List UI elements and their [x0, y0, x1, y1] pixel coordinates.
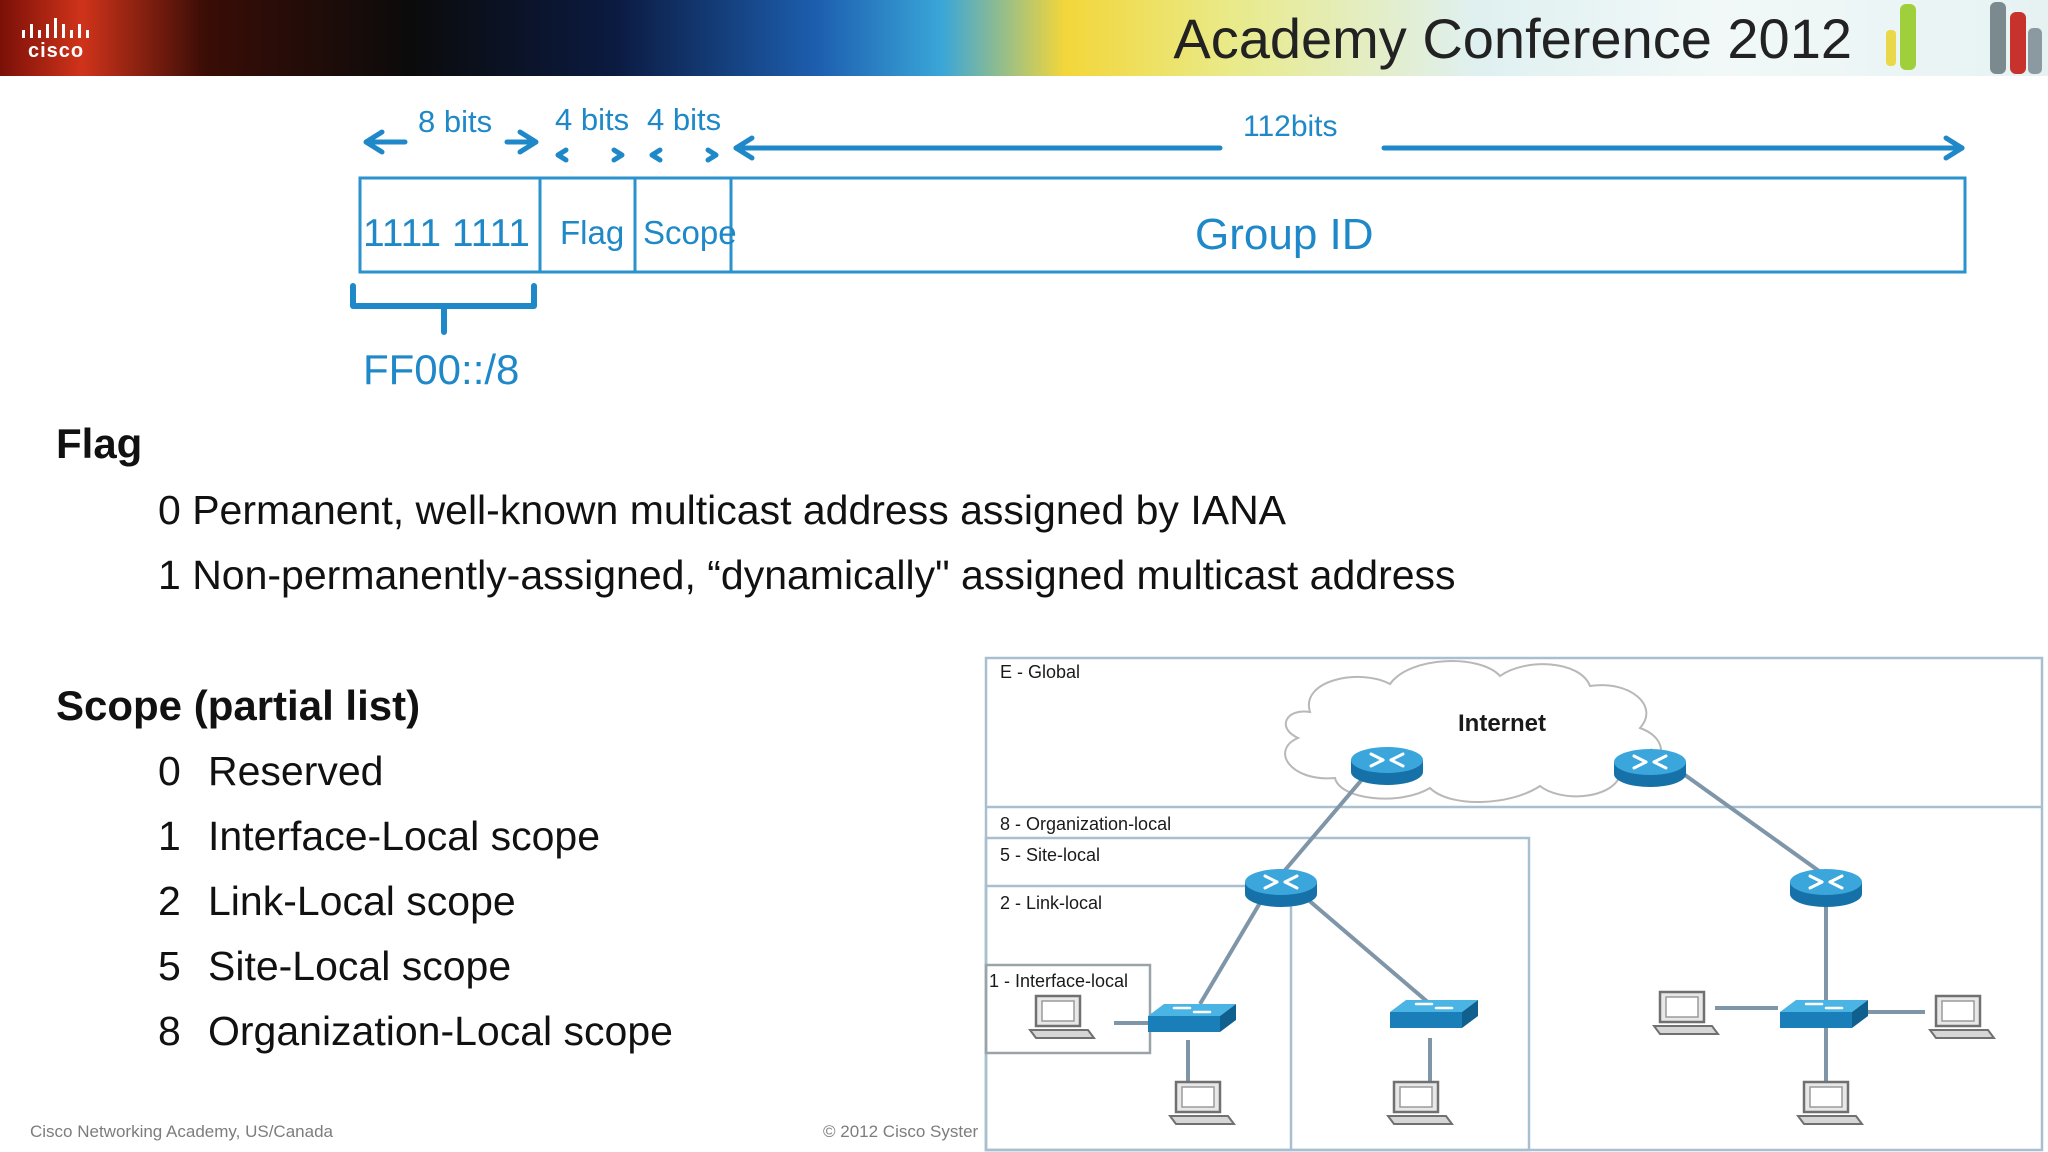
bits-112-label: 112bits	[1243, 110, 1338, 143]
scope-label: Organization-Local scope	[208, 1008, 673, 1054]
switch-icon	[1146, 1002, 1238, 1034]
field-scope: Scope	[643, 214, 737, 251]
footer-copyright: © 2012 Cisco Syster	[823, 1122, 979, 1141]
field-flag: Flag	[560, 214, 625, 251]
multicast-address-format-diagram	[350, 129, 1967, 335]
scope-item: 1 Interface-Local scope	[158, 813, 600, 860]
zone-label-link: 2 - Link-local	[1000, 893, 1102, 913]
scope-code: 1	[158, 813, 181, 859]
flag-heading: Flag	[56, 420, 143, 467]
field-prefix-bits: 1111 1111	[363, 212, 530, 255]
bits-8-label: 8 bits	[418, 104, 493, 139]
computer-icon	[1028, 994, 1096, 1040]
scope-label: Link-Local scope	[208, 878, 516, 924]
bits-flag-label: 4 bits	[555, 102, 630, 137]
computer-icon	[1796, 1080, 1864, 1126]
switch-icon	[1388, 998, 1480, 1030]
zone-label-interface: 1 - Interface-local	[989, 971, 1128, 991]
scope-network-diagram: E - Global 8 - Organization-local 5 - Si…	[984, 656, 2044, 1152]
computer-icon	[1386, 1080, 1454, 1126]
scope-code: 2	[158, 878, 181, 924]
scope-item: 5 Site-Local scope	[158, 943, 511, 990]
flag-item-0: 0 Permanent, well-known multicast addres…	[158, 487, 1287, 533]
cisco-logo-text: cisco	[28, 40, 85, 62]
router-icon	[1349, 745, 1425, 787]
footer-org: Cisco Networking Academy, US/Canada	[30, 1122, 333, 1141]
scope-code: 5	[158, 943, 181, 989]
scope-code: 8	[158, 1008, 181, 1054]
scope-label: Site-Local scope	[208, 943, 512, 989]
scope-label: Interface-Local scope	[208, 813, 601, 859]
router-icon	[1612, 747, 1688, 789]
cisco-logo-icon	[22, 18, 89, 38]
router-icon	[1788, 867, 1864, 909]
router-icon	[1243, 867, 1319, 909]
prefix-label: FF00::/8	[363, 346, 520, 393]
scope-label: Reserved	[208, 748, 384, 794]
zone-label-site: 5 - Site-local	[1000, 845, 1100, 865]
zone-label-organization: 8 - Organization-local	[1000, 814, 1171, 834]
field-group-id: Group ID	[1195, 210, 1374, 259]
header-banner	[0, 0, 2048, 76]
scope-item: 2 Link-Local scope	[158, 878, 516, 925]
computer-icon	[1928, 994, 1996, 1040]
address-box	[358, 176, 1967, 274]
prefix-brace	[350, 283, 537, 335]
zone-interface-box	[984, 963, 1152, 1055]
internet-label: Internet	[1458, 710, 1546, 737]
computer-icon	[1168, 1080, 1236, 1126]
scope-item: 8 Organization-Local scope	[158, 1008, 673, 1055]
bits-scope-arrow	[649, 147, 663, 163]
conference-deco-icon	[1886, 2, 2042, 74]
conference-title: Academy Conference 2012	[1173, 7, 1852, 70]
scope-code: 0	[158, 748, 181, 794]
zone-label-global: E - Global	[1000, 662, 1080, 682]
scope-heading: Scope (partial list)	[56, 682, 421, 729]
bits-scope-label: 4 bits	[647, 102, 722, 137]
flag-item-1: 1 Non-permanently-assigned, “dynamically…	[158, 552, 1456, 598]
switch-icon	[1778, 998, 1870, 1030]
bits-flag-arrow	[555, 147, 569, 163]
scope-item: 0 Reserved	[158, 748, 383, 795]
computer-icon	[1652, 990, 1720, 1036]
